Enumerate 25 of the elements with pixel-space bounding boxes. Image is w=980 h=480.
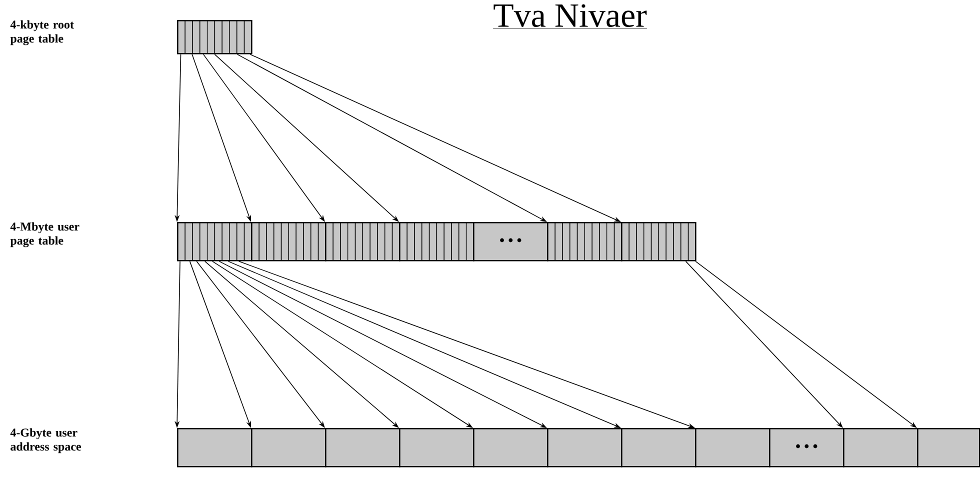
table-entry bbox=[177, 20, 252, 54]
table-entry bbox=[177, 222, 252, 262]
ellipsis-cell: • • • bbox=[473, 222, 548, 262]
memory-page bbox=[251, 428, 326, 468]
memory-page bbox=[177, 428, 252, 468]
memory-page bbox=[547, 428, 622, 468]
table-entry bbox=[251, 222, 326, 262]
level-label: 4-Mbyte user page table bbox=[10, 222, 80, 248]
memory-page bbox=[843, 428, 918, 468]
memory-page bbox=[399, 428, 474, 468]
title: Tva Nivaer bbox=[492, 4, 648, 29]
memory-page bbox=[695, 428, 770, 468]
level-label: 4-kbyte root page table bbox=[10, 20, 74, 46]
table-entry bbox=[325, 222, 400, 262]
memory-page bbox=[473, 428, 548, 468]
arrow bbox=[214, 54, 399, 222]
table-entry bbox=[547, 222, 622, 262]
memory-page bbox=[917, 428, 980, 468]
table-entry bbox=[621, 222, 696, 262]
table-entry bbox=[399, 222, 474, 262]
memory-page bbox=[621, 428, 696, 468]
level-label: 4-Gbyte user address space bbox=[10, 428, 81, 454]
ellipsis-cell: • • • bbox=[769, 428, 844, 468]
arrow bbox=[685, 260, 843, 428]
memory-page bbox=[325, 428, 400, 468]
